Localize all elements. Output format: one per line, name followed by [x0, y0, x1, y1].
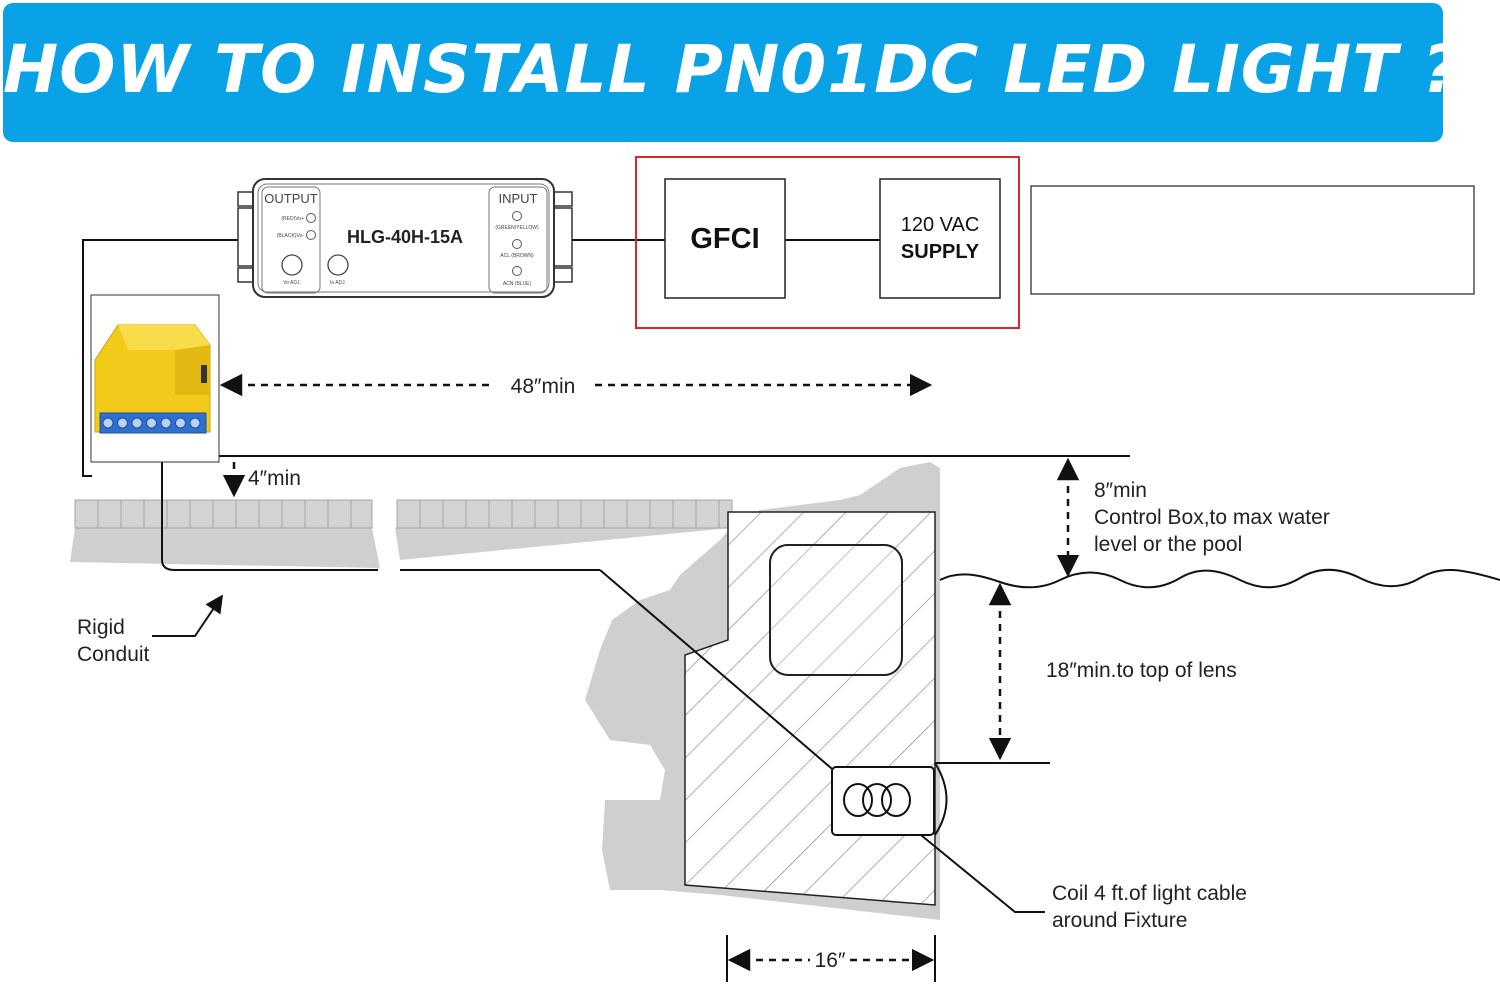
title-banner: HOW TO INSTALL PN01DC LED LIGHT ? — [3, 3, 1462, 142]
dimension-lines — [219, 373, 1080, 972]
conduit-pointer-arrow — [152, 594, 224, 637]
dim-8-label: 8″min — [1094, 479, 1147, 502]
coil-label-line1: Coil 4 ft.of light cable — [1052, 882, 1247, 905]
light-fixture — [831, 762, 948, 836]
driver-output-label: OUTPUT — [264, 191, 318, 206]
wiring — [82, 239, 1045, 913]
driver-in-acn: ACN (BLUE) — [503, 281, 532, 287]
driver-input-label: INPUT — [499, 191, 538, 206]
page-title: HOW TO INSTALL PN01DC LED LIGHT ? — [3, 31, 1462, 108]
junction-box — [90, 294, 220, 463]
dim-16-label: 16″ — [815, 949, 846, 972]
rigid-label: Rigid — [77, 616, 125, 639]
supply-box — [879, 178, 1001, 299]
driver-in-acl: ACL (BROWN) — [500, 253, 534, 259]
cable-coil-icon — [843, 783, 911, 817]
gfci-box — [664, 178, 786, 299]
highlight-box — [635, 156, 1020, 329]
dim-8-note-line1: Control Box,to max water — [1094, 506, 1330, 529]
conduit-label: Conduit — [77, 643, 150, 666]
driver-in-gy: (GREEN/YELLOW) — [495, 225, 539, 231]
supply-line2: SUPPLY — [901, 241, 980, 263]
dim-8-note-line2: level or the pool — [1094, 533, 1242, 556]
dim-48-label: 48″min — [511, 375, 576, 398]
pool-wall — [70, 462, 940, 920]
dim-18-label: 18″min.to top of lens — [1046, 659, 1237, 682]
dim-4-label: 4″min — [248, 467, 301, 490]
supply-line1: 120 VAC — [901, 214, 980, 236]
driver-out-red: (RED)Vo+ — [281, 216, 304, 222]
driver-vo-adj: Vo ADJ. — [283, 280, 301, 286]
driver-out-black: (BLACK)Vo- — [277, 233, 305, 239]
driver-model-label: HLG-40H-15A — [347, 227, 463, 247]
led-driver: OUTPUT INPUT HLG-40H-15A (RED)Vo+ (BLACK… — [237, 178, 573, 298]
water-surface-line — [939, 568, 1500, 589]
coil-label-line2: around Fixture — [1052, 909, 1187, 932]
blank-note-box — [1030, 185, 1475, 295]
gfci-label: GFCI — [690, 223, 759, 255]
driver-io-adj: Io ADJ. — [330, 280, 346, 286]
